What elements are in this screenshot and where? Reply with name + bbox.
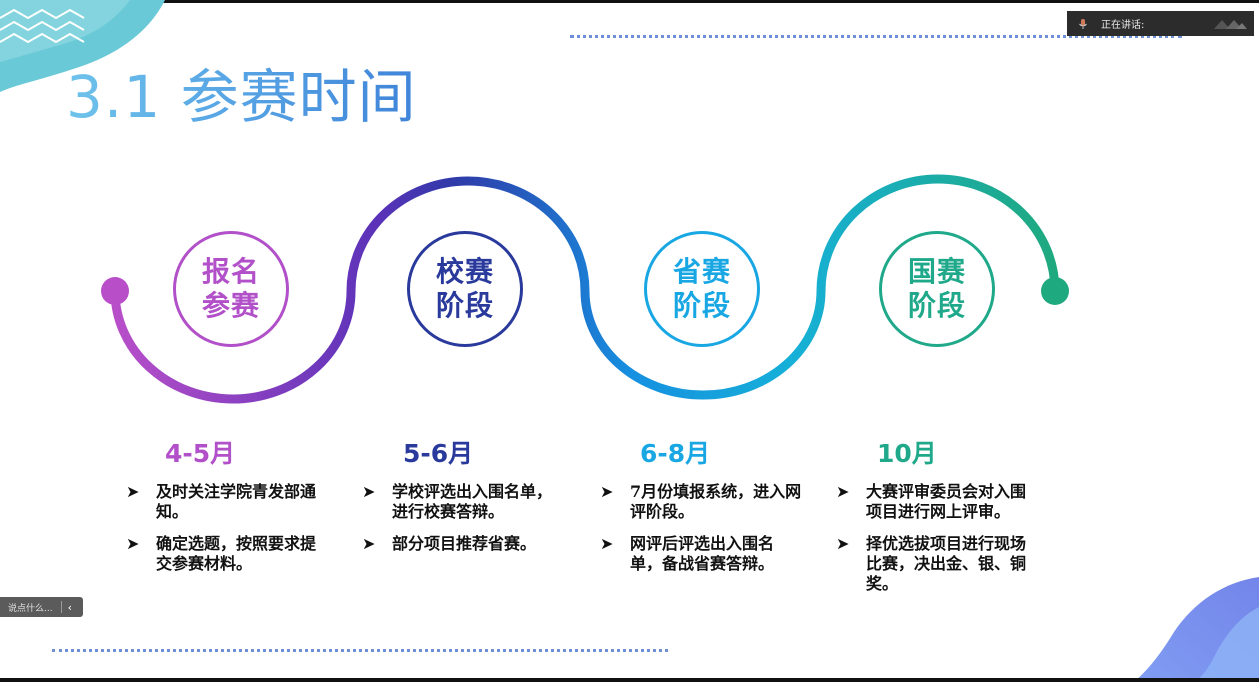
slide-title: 3.1 参赛时间: [66, 63, 417, 131]
stage-circle-registration: 报名 参赛: [173, 231, 289, 347]
list-item: ➤网评后评选出入围名单，备战省赛答辩。: [600, 534, 775, 573]
list-item: ➤大赛评审委员会对入围项目进行网上评审。: [836, 482, 1027, 521]
timeline-start-dot: [101, 277, 129, 305]
divider: [60, 601, 62, 613]
stage-circle-national: 国赛 阶段: [879, 231, 995, 347]
arrowhead-icon: ➤: [362, 482, 376, 501]
microphone-icon: [1079, 18, 1087, 29]
speaking-label: 正在讲话:: [1101, 20, 1145, 31]
stage-details-registration: ➤及时关注学院青发部通知。 ➤确定选题，按照要求提交参赛材料。: [126, 482, 331, 586]
stage-details-province: ➤7月份填报系统，进入网评阶段。 ➤网评后评选出入围名单，备战省赛答辩。: [600, 482, 805, 586]
timeline-end-dot: [1041, 277, 1069, 305]
window-top-edge: [0, 0, 1259, 3]
chat-input-bar[interactable]: 说点什么... ‹: [0, 597, 83, 617]
decorative-wave-top-left: [0, 0, 165, 92]
chevron-left-icon[interactable]: ‹: [67, 600, 72, 614]
arrowhead-icon: ➤: [362, 534, 376, 553]
stage-label-line1: 国赛: [907, 255, 966, 288]
arrowhead-icon: ➤: [836, 482, 850, 501]
stage-details-national: ➤大赛评审委员会对入围项目进行网上评审。 ➤择优选拔项目进行现场比赛，决出金、银…: [836, 482, 1041, 606]
stage-label-line2: 阶段: [435, 289, 494, 322]
list-item: ➤确定选题，按照要求提交参赛材料。: [126, 534, 317, 573]
arrowhead-icon: ➤: [836, 534, 850, 553]
stage-circle-school: 校赛 阶段: [407, 231, 523, 347]
stage-month-registration: 4-5月: [165, 439, 236, 468]
list-item: ➤学校评选出入围名单，进行校赛答辩。: [362, 482, 553, 521]
window-bottom-edge: [0, 678, 1259, 682]
stage-month-province: 6-8月: [640, 439, 711, 468]
stage-label-line1: 省赛: [672, 255, 731, 288]
stage-circle-province: 省赛 阶段: [644, 231, 760, 347]
list-item: ➤部分项目推荐省赛。: [362, 534, 537, 553]
stage-label-line1: 报名: [201, 255, 260, 288]
list-item: ➤及时关注学院青发部通知。: [126, 482, 317, 521]
arrowhead-icon: ➤: [126, 534, 140, 553]
speaking-indicator: 正在讲话:: [1067, 11, 1254, 36]
list-item: ➤7月份填报系统，进入网评阶段。: [600, 482, 802, 521]
dotted-divider-bottom: [52, 649, 668, 652]
arrowhead-icon: ➤: [600, 482, 614, 501]
stage-month-school: 5-6月: [403, 439, 474, 468]
stage-label-line2: 参赛: [201, 289, 260, 322]
list-item: ➤择优选拔项目进行现场比赛，决出金、银、铜奖。: [836, 534, 1027, 593]
app-logo-icon: [1214, 19, 1247, 29]
stage-label-line2: 阶段: [907, 289, 966, 322]
stage-label-line2: 阶段: [672, 289, 731, 322]
chat-placeholder[interactable]: 说点什么...: [8, 603, 53, 614]
stage-details-school: ➤学校评选出入围名单，进行校赛答辩。 ➤部分项目推荐省赛。: [362, 482, 567, 566]
decorative-wave-bottom-right: [1134, 577, 1259, 682]
stage-label-line1: 校赛: [435, 255, 494, 288]
arrowhead-icon: ➤: [600, 534, 614, 553]
stage-month-national: 10月: [877, 439, 937, 468]
dotted-divider-top: [570, 35, 1182, 38]
arrowhead-icon: ➤: [126, 482, 140, 501]
